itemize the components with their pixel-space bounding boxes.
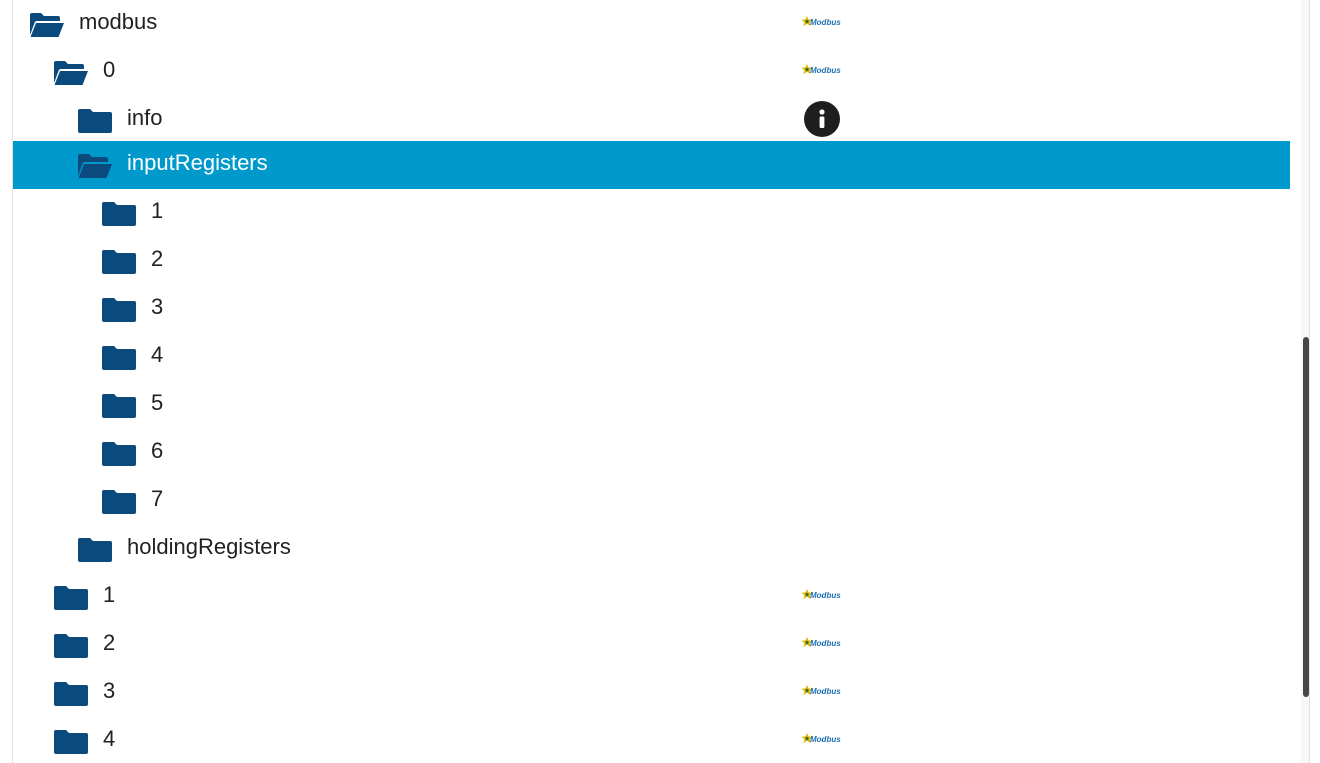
tree-row-label: 0 [103, 57, 116, 82]
svg-text:Modbus: Modbus [810, 687, 841, 696]
tree-row-label: 3 [103, 678, 116, 703]
svg-text:Modbus: Modbus [810, 591, 841, 600]
folder-open-icon [29, 12, 65, 38]
folder-icon [101, 201, 137, 227]
tree-row-register-6[interactable]: 6 [13, 429, 1290, 477]
tree-row-label: 4 [103, 726, 116, 751]
svg-text:Modbus: Modbus [810, 639, 841, 648]
tree-row-label: 2 [151, 246, 164, 271]
tree-row-device-3[interactable]: 3 Modbus [13, 669, 1290, 717]
modbus-logo-icon: Modbus [801, 587, 845, 603]
folder-icon [101, 345, 137, 371]
svg-text:Modbus: Modbus [810, 735, 841, 744]
tree-row-label: info [127, 105, 163, 130]
tree-row-register-2[interactable]: 2 [13, 237, 1290, 285]
modbus-logo-icon: Modbus [801, 731, 845, 747]
scrollbar-thumb[interactable] [1303, 337, 1309, 697]
tree-row-device-2[interactable]: 2 Modbus [13, 621, 1290, 669]
tree-row-register-4[interactable]: 4 [13, 333, 1290, 381]
tree-row-label: 1 [151, 198, 164, 223]
folder-icon [53, 633, 89, 659]
tree-row-inputRegisters[interactable]: inputRegisters [13, 141, 1290, 189]
tree-row-label: 4 [151, 342, 164, 367]
tree-row-info[interactable]: info [13, 96, 1290, 144]
tree-row-label: 7 [151, 486, 164, 511]
info-icon[interactable] [804, 101, 840, 137]
folder-icon [53, 729, 89, 755]
folder-icon [77, 108, 113, 134]
modbus-logo-icon: Modbus [801, 635, 845, 651]
modbus-logo-icon: Modbus [801, 14, 845, 30]
folder-icon [101, 249, 137, 275]
tree-row-label: 3 [151, 294, 164, 319]
folder-icon [101, 441, 137, 467]
folder-icon [53, 681, 89, 707]
tree-row-label: modbus [79, 9, 158, 34]
tree-row-label: 1 [103, 582, 116, 607]
tree-row-label: 6 [151, 438, 164, 463]
tree-row-register-1[interactable]: 1 [13, 189, 1290, 237]
tree-row-label: 2 [103, 630, 116, 655]
object-tree-panel: modbus Modbus 0 Modbus info inputRegiste… [12, 0, 1310, 763]
tree-row-modbus[interactable]: modbus Modbus [13, 0, 1290, 48]
folder-open-icon [53, 60, 89, 86]
tree-row-label: holdingRegisters [127, 534, 291, 559]
svg-text:Modbus: Modbus [810, 18, 841, 27]
folder-icon [101, 393, 137, 419]
folder-open-icon [77, 153, 113, 179]
tree-row-label: inputRegisters [127, 150, 268, 175]
modbus-logo-icon: Modbus [801, 683, 845, 699]
folder-icon [101, 489, 137, 515]
folder-icon [101, 297, 137, 323]
tree-row-holdingRegisters[interactable]: holdingRegisters [13, 525, 1290, 573]
tree-row-0[interactable]: 0 Modbus [13, 48, 1290, 96]
tree-row-register-3[interactable]: 3 [13, 285, 1290, 333]
modbus-logo-icon: Modbus [801, 62, 845, 78]
tree-row-register-7[interactable]: 7 [13, 477, 1290, 525]
tree-row-device-1[interactable]: 1 Modbus [13, 573, 1290, 621]
folder-icon [77, 537, 113, 563]
tree-row-device-4[interactable]: 4 Modbus [13, 717, 1290, 763]
svg-text:Modbus: Modbus [810, 66, 841, 75]
tree-row-register-5[interactable]: 5 [13, 381, 1290, 429]
folder-icon [53, 585, 89, 611]
tree-row-label: 5 [151, 390, 164, 415]
